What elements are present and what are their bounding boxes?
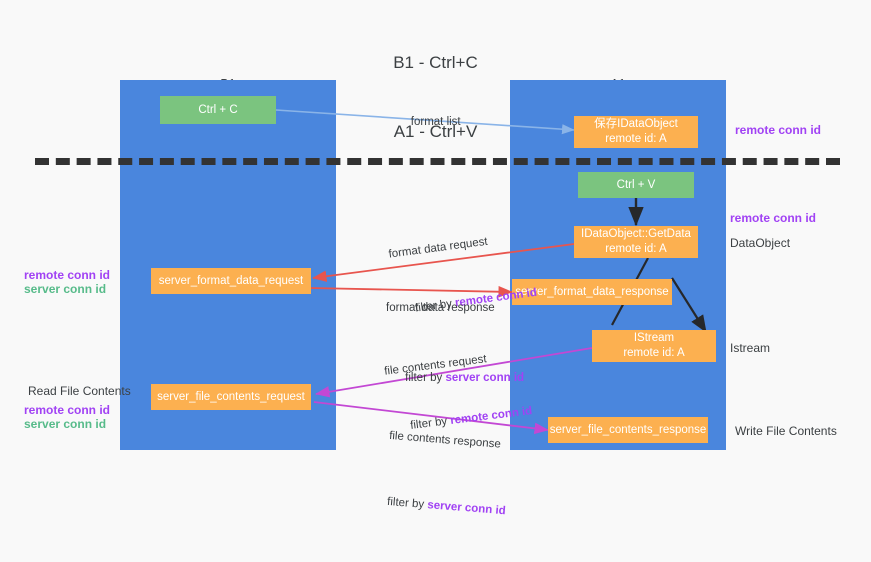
annotation-left-server-conn-id-mid: server conn id <box>24 282 107 296</box>
node-idataobject-getdata-line1: IDataObject::GetData <box>581 228 691 241</box>
diagram-title-line1: B1 - Ctrl+C <box>393 52 478 72</box>
edge-label-format-data-request-text: format data request <box>387 235 489 261</box>
node-ctrl-v[interactable]: Ctrl + V <box>578 172 694 198</box>
node-server-file-contents-response-label: server_file_contents_response <box>549 423 707 436</box>
annotation-left-remote-conn-id-mid: remote conn id <box>24 268 111 282</box>
annotation-write-file-contents: Write File Contents <box>735 424 837 438</box>
annotation-remote-conn-id-top: remote conn id <box>735 123 822 137</box>
node-server-format-data-response-label: server_format_data_response <box>515 285 669 298</box>
annotation-remote-conn-id-mid: remote conn id <box>730 211 817 225</box>
node-ctrl-c[interactable]: Ctrl + C <box>160 96 276 124</box>
edge-label-format-list: format list <box>398 101 461 144</box>
node-server-file-contents-request-label: server_file_contents_request <box>157 390 305 403</box>
node-server-format-data-request[interactable]: server_format_data_request <box>151 268 311 294</box>
edge-label-file-contents-response-text: file contents response <box>388 429 502 451</box>
node-save-idataobject[interactable]: 保存IDataObject remote id: A <box>574 116 698 148</box>
node-server-file-contents-response[interactable]: server_file_contents_response <box>548 417 708 443</box>
annotation-istream: Istream <box>730 341 771 355</box>
edge-label-file-contents-response-filter: filter by server conn id <box>366 479 507 533</box>
node-ctrl-v-label: Ctrl + V <box>616 178 656 191</box>
node-istream[interactable]: IStream remote id: A <box>592 330 716 362</box>
edge-label-format-data-response: format data response filter by server co… <box>386 272 524 429</box>
node-save-idataobject-line2: remote id: A <box>605 133 667 145</box>
annotation-left-server-conn-id-bottom: server conn id <box>24 417 107 431</box>
edge-label-file-contents-response: file contents response filter by server … <box>380 400 514 562</box>
edge-label-format-data-response-text: format data response <box>386 301 495 314</box>
node-server-format-data-request-label: server_format_data_request <box>158 274 304 287</box>
node-server-format-data-response[interactable]: server_format_data_response <box>512 279 672 305</box>
filter-key-server-conn-id: server conn id <box>445 372 525 385</box>
node-ctrl-c-label: Ctrl + C <box>198 103 238 116</box>
phase-divider <box>35 158 840 165</box>
node-idataobject-getdata[interactable]: IDataObject::GetData remote id: A <box>574 226 698 258</box>
filter-prefix: filter by <box>405 372 446 385</box>
edge-label-file-contents-request-text: file contents request <box>383 352 488 378</box>
edge-label-format-data-response-filter: filter by server conn id <box>386 357 524 400</box>
node-idataobject-getdata-line2: remote id: A <box>605 243 667 255</box>
node-istream-line2: remote id: A <box>623 347 685 359</box>
node-server-file-contents-request[interactable]: server_file_contents_request <box>151 384 311 410</box>
edge-label-format-list-text: format list <box>410 116 461 129</box>
filter-key-server-conn-id: server conn id <box>426 499 507 518</box>
node-istream-line1: IStream <box>633 332 675 345</box>
annotation-read-file-contents: Read File Contents <box>28 384 131 398</box>
annotation-left-remote-conn-id-bottom: remote conn id <box>24 403 111 417</box>
diagram-canvas: B1 - Ctrl+C A1 - Ctrl+V B1 connection A1… <box>24 52 840 517</box>
node-save-idataobject-line1: 保存IDataObject <box>594 118 678 131</box>
annotation-dataobject: DataObject <box>730 236 791 250</box>
filter-prefix: filter by <box>386 496 428 512</box>
